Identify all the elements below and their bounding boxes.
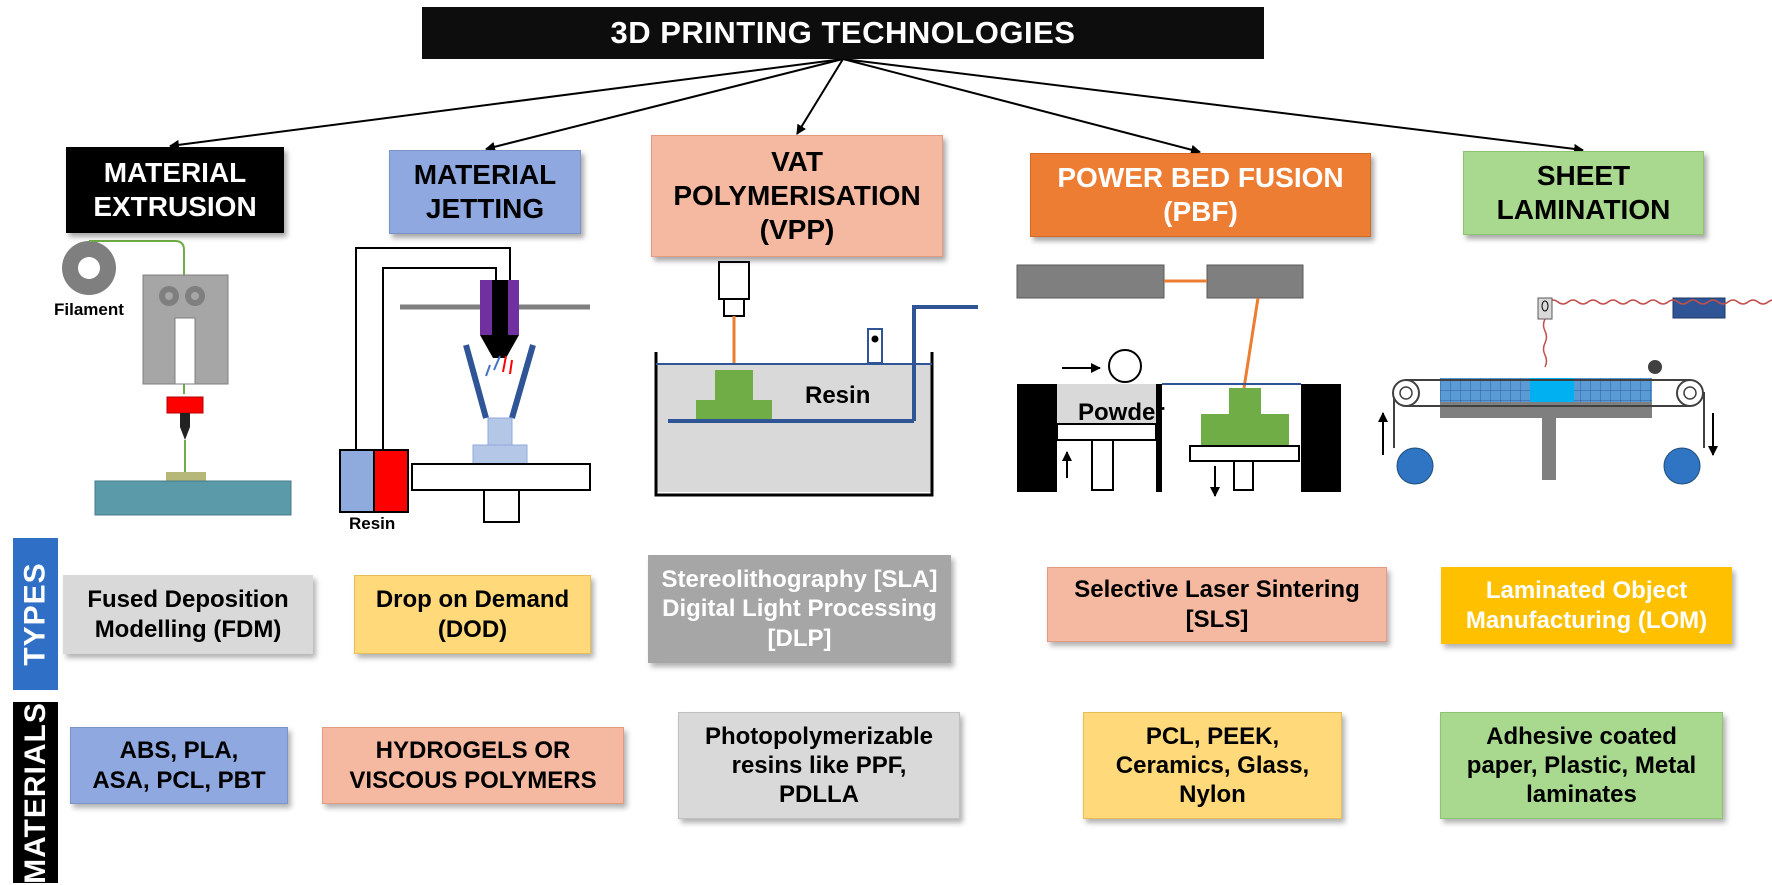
category-line: VAT: [771, 145, 823, 177]
type-line: Selective Laser Sintering: [1074, 576, 1360, 604]
type-line: Fused Deposition: [87, 586, 289, 614]
category-line: (PBF): [1163, 196, 1238, 227]
material-line: ASA, PCL, PBT: [92, 766, 266, 794]
type-line: Drop on Demand: [375, 586, 570, 614]
material-line: paper, Plastic, Metal: [1466, 751, 1697, 779]
material-line: Photopolymerizable: [704, 722, 934, 750]
material-line: Ceramics, Glass,: [1115, 751, 1310, 779]
type-line: Laminated Object: [1485, 577, 1688, 605]
material-line: PCL, PEEK,: [1145, 722, 1280, 750]
row-label-types-text: TYPES: [18, 562, 52, 666]
resin-label-jetting: Resin: [349, 514, 396, 533]
extrusion-illustration: [62, 240, 292, 516]
category-line: (VPP): [759, 214, 835, 246]
category-line: SHEET: [1536, 159, 1631, 191]
material-line: laminates: [1526, 781, 1637, 809]
material-line: resins like PPF,: [731, 751, 907, 779]
powder-bed-illustration: [1016, 264, 1341, 497]
type-line: [DLP]: [767, 624, 832, 652]
material-line: VISCOUS POLYMERS: [349, 766, 597, 794]
row-label-types: TYPES: [13, 538, 58, 690]
type-box-dod: Drop on Demand(DOD): [354, 575, 591, 654]
type-line: [SLS]: [1185, 605, 1249, 633]
category-line: LAMINATION: [1496, 194, 1671, 225]
category-line: MATERIAL: [103, 156, 247, 188]
type-box-sla-dlp: Stereolithography [SLA]Digital Light Pro…: [648, 555, 951, 663]
type-box-sls: Selective Laser Sintering[SLS]: [1047, 567, 1387, 642]
material-line: HYDROGELS OR: [375, 737, 571, 765]
type-line: Stereolithography [SLA]: [661, 566, 938, 594]
resin-label-vat: Resin: [805, 382, 871, 409]
diagram-title-text: 3D PRINTING TECHNOLOGIES: [610, 15, 1076, 51]
category-powder-bed-fusion: POWER BED FUSION(PBF): [1030, 153, 1371, 237]
material-line: Adhesive coated: [1486, 722, 1677, 750]
category-line: POWER BED FUSION: [1057, 161, 1344, 193]
material-line: Nylon: [1179, 781, 1246, 809]
diagram-title: 3D PRINTING TECHNOLOGIES: [422, 7, 1264, 59]
row-label-materials-text: MATERIALS: [18, 701, 52, 884]
sheet-lamination-illustration: [1378, 297, 1772, 485]
row-label-materials: MATERIALS: [13, 702, 58, 883]
material-box-powder-bed: PCL, PEEK,Ceramics, Glass,Nylon: [1083, 712, 1342, 819]
category-line: MATERIAL: [413, 158, 557, 190]
material-line: ABS, PLA,: [119, 737, 239, 765]
type-line: Modelling (FDM): [94, 615, 282, 643]
type-line: (DOD): [437, 615, 508, 643]
connector-arrows: [169, 58, 1584, 155]
category-line: JETTING: [425, 193, 545, 224]
material-line: PDLLA: [778, 781, 859, 809]
category-line: EXTRUSION: [93, 191, 257, 222]
type-line: Manufacturing (LOM): [1465, 606, 1708, 634]
vat-illustration: [654, 261, 978, 497]
category-line: POLYMERISATION: [673, 179, 921, 211]
jetting-illustration: [339, 247, 591, 523]
type-line: Digital Light Processing: [662, 595, 937, 623]
powder-label: Powder: [1078, 399, 1165, 426]
filament-label: Filament: [54, 300, 124, 319]
material-box-extrusion: ABS, PLA,ASA, PCL, PBT: [70, 727, 288, 804]
